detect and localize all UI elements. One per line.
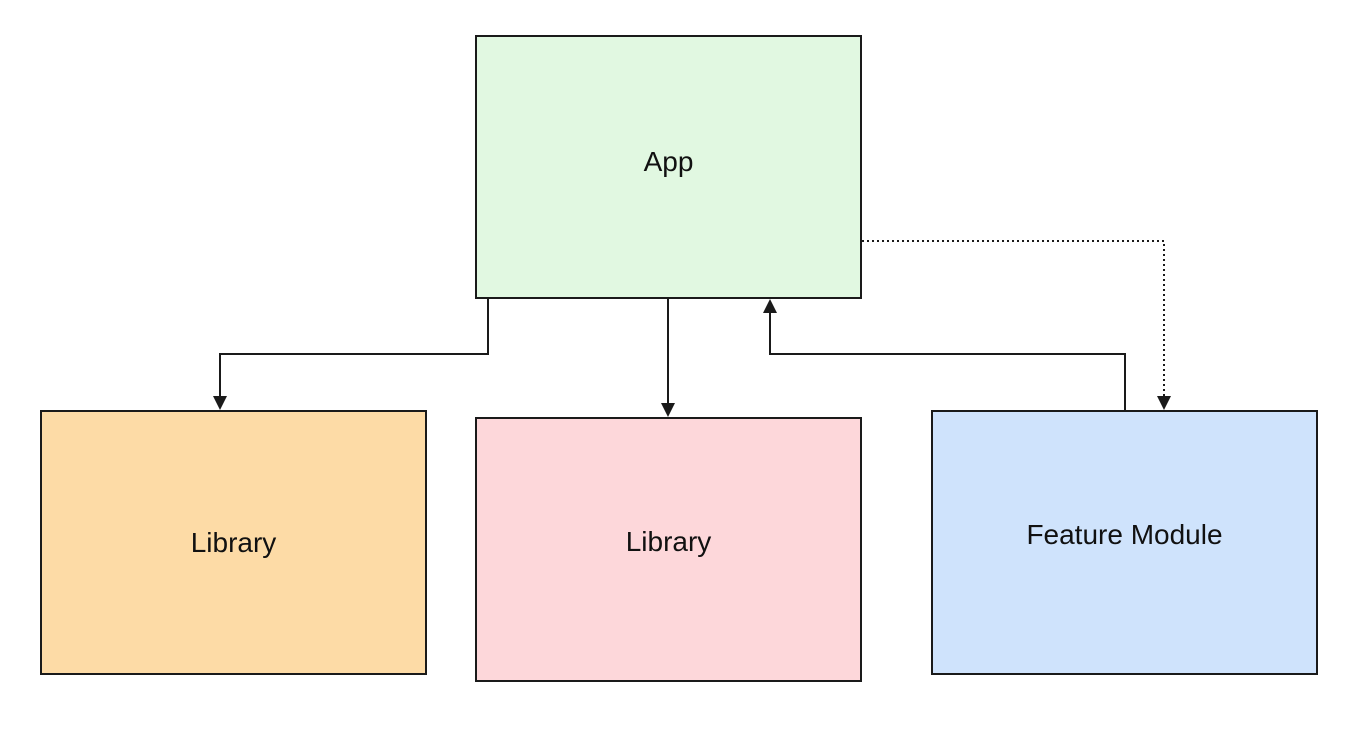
feature-module-node-label: Feature Module [1026, 518, 1223, 550]
library-node-middle[interactable]: Library [475, 417, 862, 682]
edge-feature-module-to-app [763, 299, 1126, 410]
library-node-middle-label: Library [625, 525, 712, 557]
edge-app-to-feature-module-dotted [862, 240, 1171, 410]
app-node-label: App [643, 146, 694, 177]
app-node[interactable]: App [475, 35, 862, 299]
library-node-left-label: Library [190, 526, 277, 558]
feature-module-node[interactable]: Feature Module [931, 410, 1318, 675]
library-node-left[interactable]: Library [40, 410, 427, 675]
edge-app-to-library-left [213, 299, 489, 410]
